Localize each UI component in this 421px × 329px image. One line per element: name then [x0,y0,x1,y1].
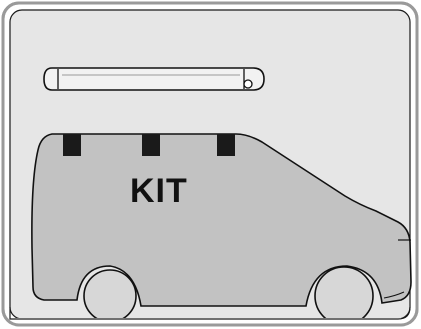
front-wheel [314,266,374,326]
van-silhouette-icon [31,133,412,307]
roof-rack-foot [142,134,160,156]
kit-label: KIT [130,172,188,210]
awning-roll-icon [43,67,265,91]
roof-rack-foot [63,134,81,156]
rear-wheel [83,269,137,323]
roof-rack-foot [217,134,235,156]
